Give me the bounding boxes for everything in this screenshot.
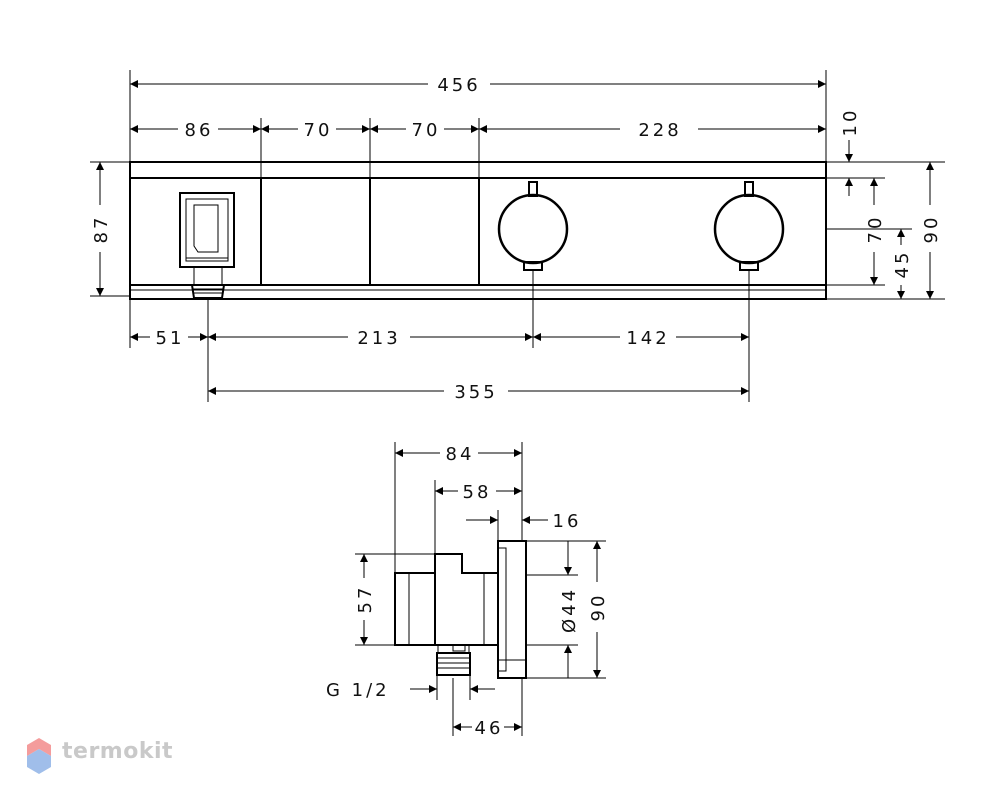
dim-height-body: 57 xyxy=(355,585,376,614)
dim-height-inner: 70 xyxy=(865,215,886,244)
dim-offset: 46 xyxy=(475,718,504,739)
dim-seg1: 86 xyxy=(185,120,214,141)
front-view: 456 86 70 70 228 10 70 45 xyxy=(90,70,945,403)
dim-height-knob: 45 xyxy=(892,250,913,279)
dim-diameter: Ø44 xyxy=(559,587,580,633)
side-front-plate xyxy=(497,540,527,679)
side-body-main xyxy=(434,553,499,646)
brand-name: termokit xyxy=(62,739,174,764)
dim-height-total: 90 xyxy=(921,215,942,244)
dim-bottom-span: 355 xyxy=(454,382,497,403)
knob-right xyxy=(713,181,785,271)
dim-bottom-mid: 213 xyxy=(357,328,400,349)
dim-seg2: 70 xyxy=(304,120,333,141)
dim-bottom-right: 142 xyxy=(626,328,669,349)
dim-seg3: 70 xyxy=(412,120,441,141)
dim-depth-body: 58 xyxy=(463,482,492,503)
dim-overall-width: 456 xyxy=(437,75,480,96)
dim-plate: 16 xyxy=(553,511,582,532)
dim-depth-total: 84 xyxy=(446,444,475,465)
dim-thread: G 1/2 xyxy=(326,680,390,701)
dim-bottom-left: 51 xyxy=(156,328,185,349)
hose-connector xyxy=(179,192,235,299)
side-view: 84 58 16 57 Ø44 90 G 1/2 xyxy=(326,442,609,739)
dim-height-total-side: 90 xyxy=(588,593,609,622)
dim-seg4: 228 xyxy=(638,120,681,141)
dim-height-left: 87 xyxy=(91,215,112,244)
termokit-logo-icon xyxy=(27,738,51,774)
side-body-rear xyxy=(394,572,436,646)
dim-top-offset: 10 xyxy=(840,108,861,137)
knob-left xyxy=(497,181,569,271)
panel-outline xyxy=(129,161,827,300)
side-thread-outlet xyxy=(436,652,471,676)
